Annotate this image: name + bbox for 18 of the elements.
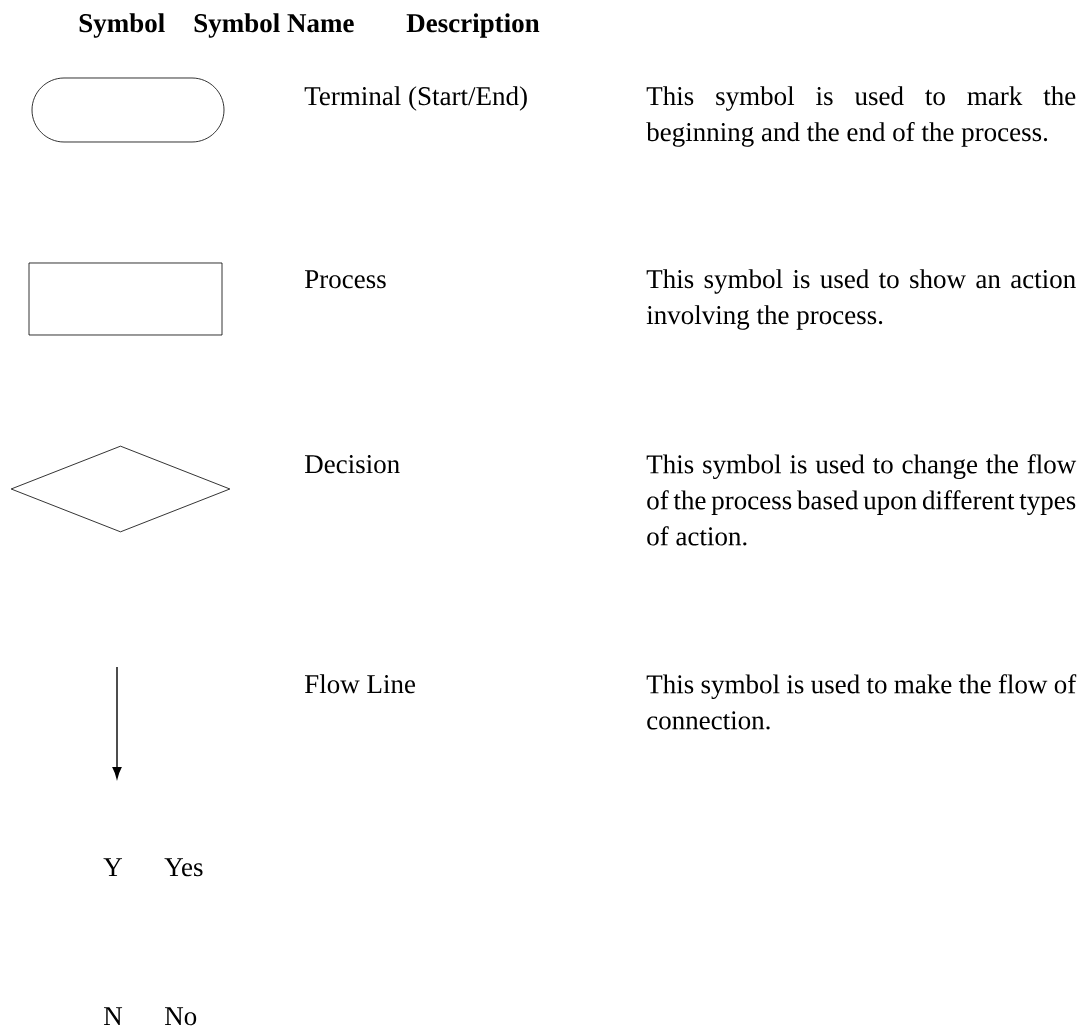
column-header: Symbol Name: [194, 13, 354, 38]
description-text: This symbol is used to change the flow of the process based upon different types of action.: [646, 454, 1077, 546]
description-text: This symbol is used to mark the beginning and the end of the process.: [646, 86, 1076, 147]
abbreviation: N: [104, 1007, 123, 1025]
symbol-name: Terminal (Start/End): [304, 86, 527, 111]
column-header: Description: [406, 13, 540, 38]
abbreviation-meaning: Yes: [164, 858, 203, 877]
terminal-symbol: [31, 77, 225, 143]
decision-symbol: [10, 445, 231, 533]
symbol-name: Decision: [305, 455, 400, 474]
description-text: This symbol is used to make the flow of connection.: [646, 674, 1077, 730]
column-header: Symbol: [79, 13, 165, 38]
description-text: This symbol is used to show an action involving the process.: [646, 269, 1076, 330]
process-symbol: [28, 262, 223, 336]
abbreviation: Y: [103, 858, 122, 876]
symbol-name: Process: [305, 270, 386, 289]
symbol-name: Flow Line: [305, 674, 415, 694]
abbreviation-meaning: No: [165, 1007, 197, 1026]
